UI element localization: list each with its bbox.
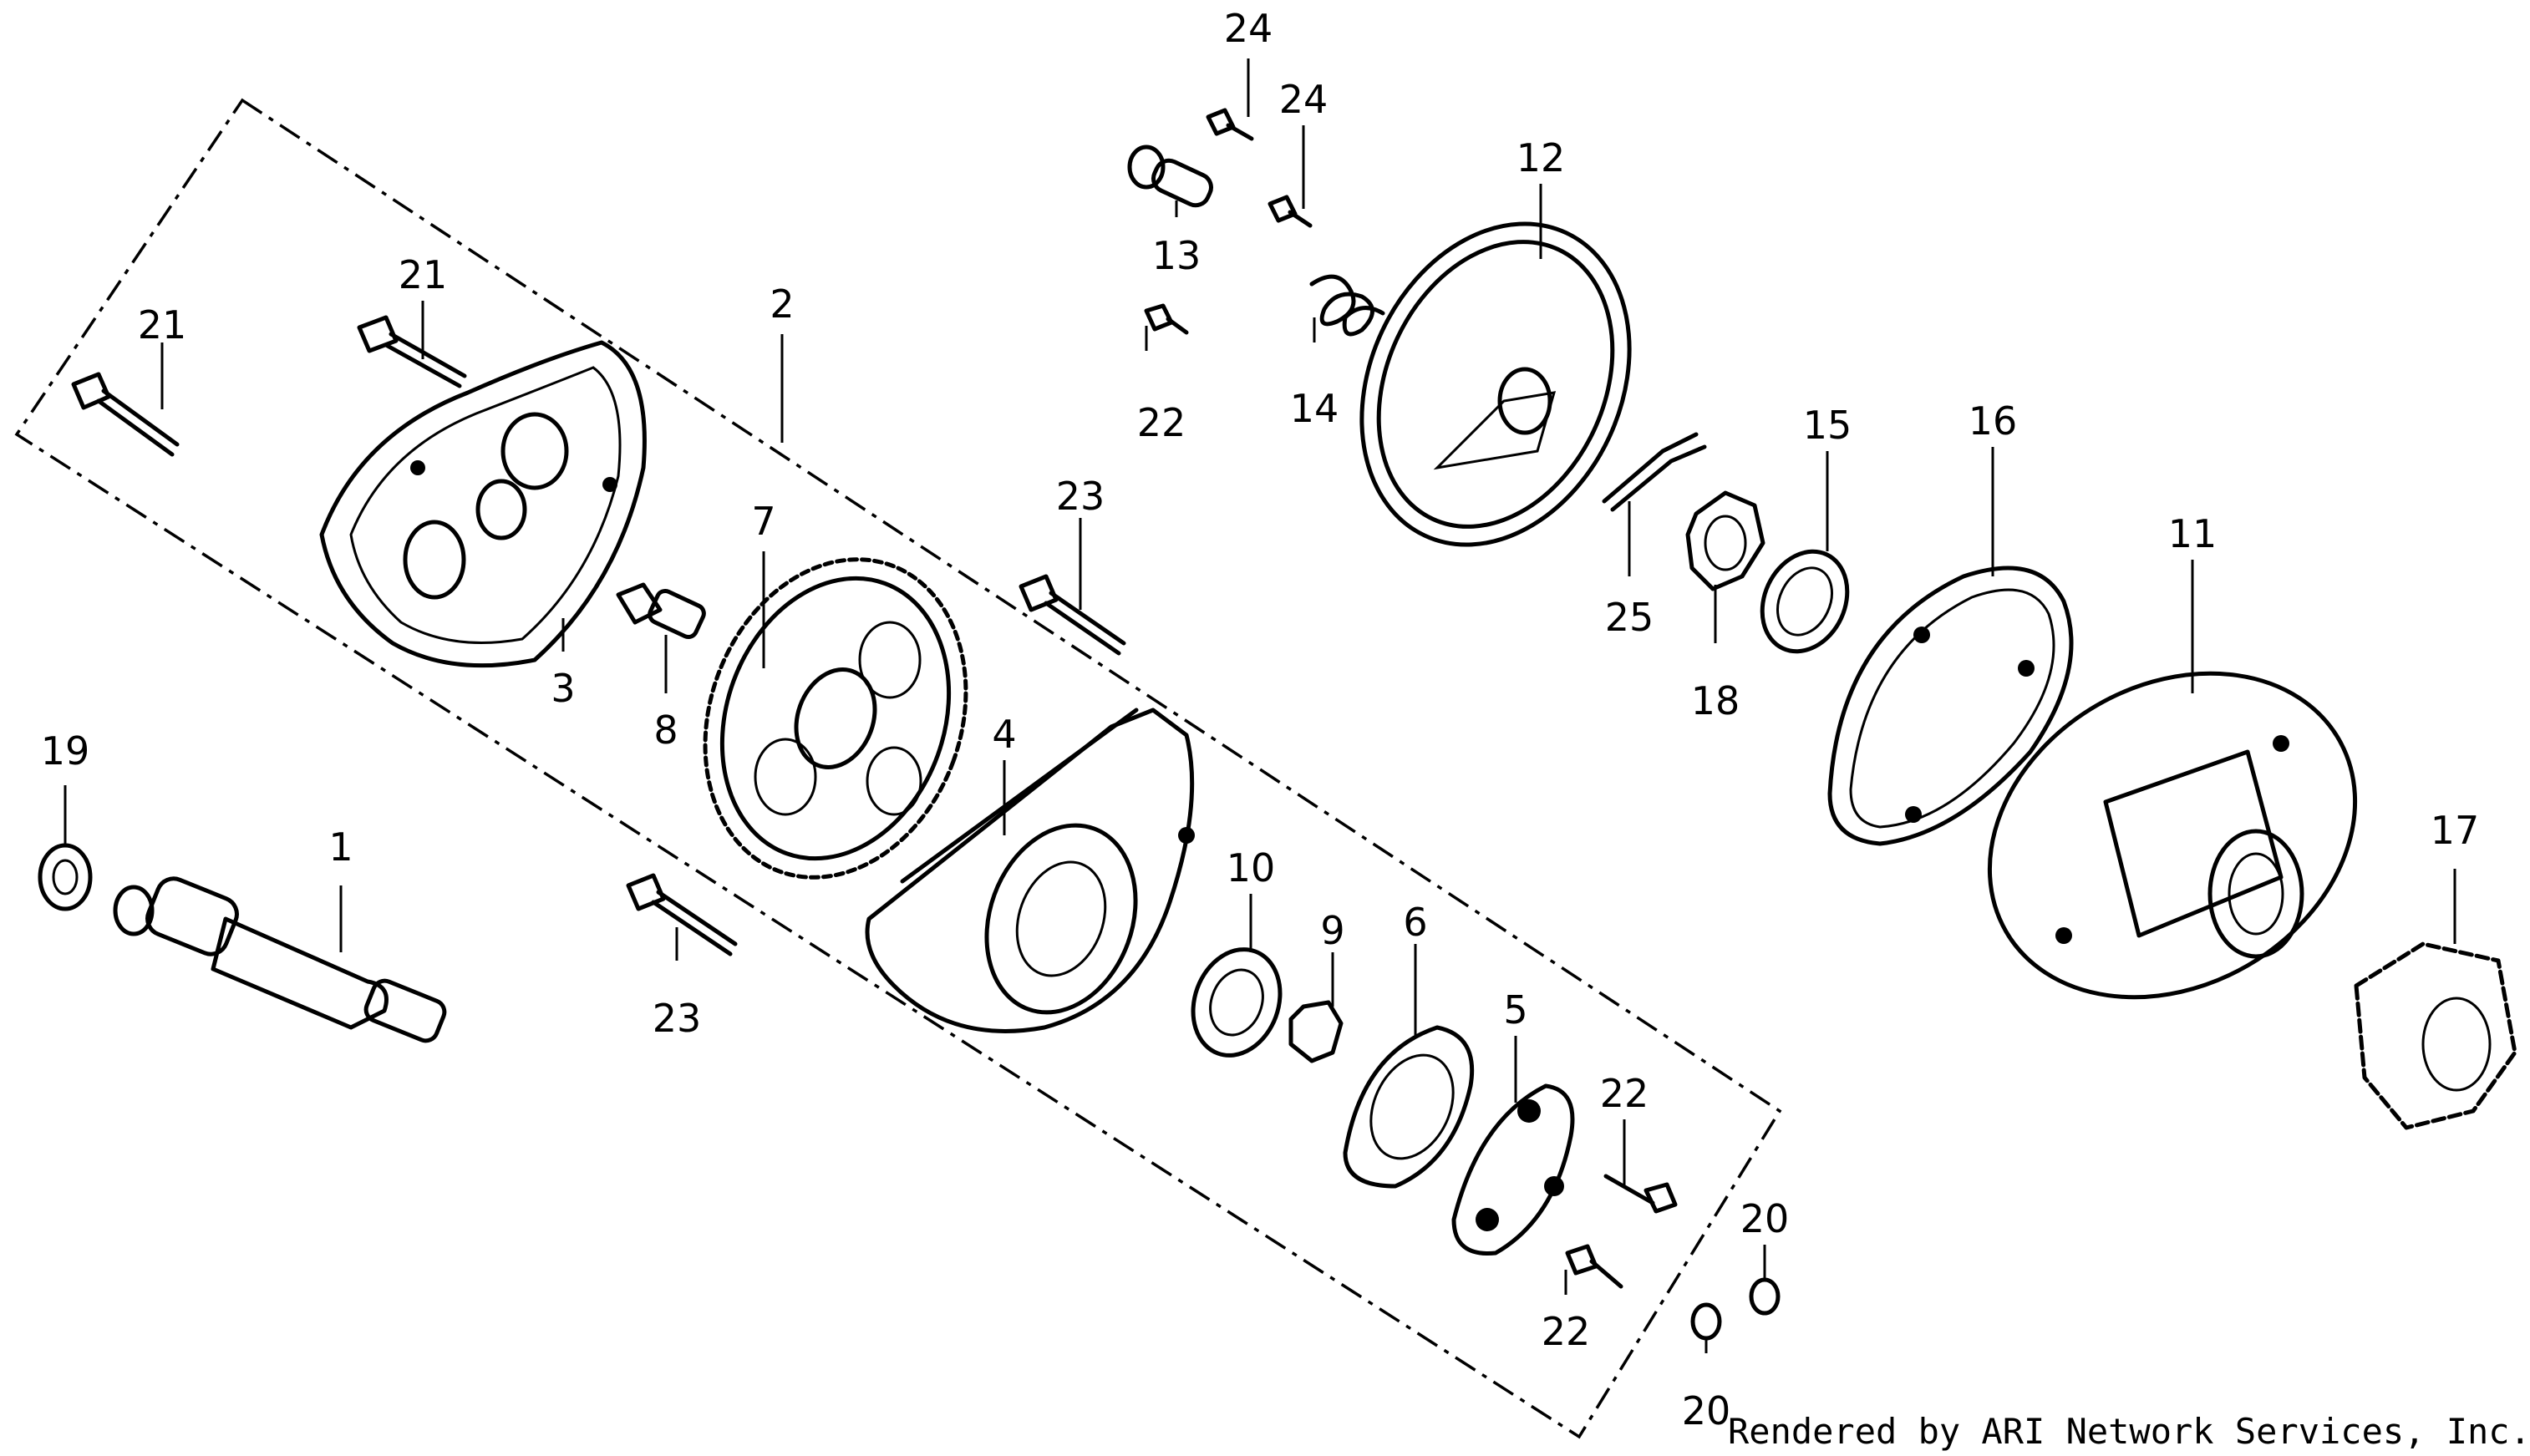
part-23-bolt-upper (1019, 574, 1126, 656)
callout-8: 8 (653, 708, 678, 753)
assembly-boundary (14, 98, 1782, 1439)
callout-16: 16 (1969, 398, 2018, 444)
part-24-screw-upper (1206, 108, 1254, 141)
part-10-outer-rotor (1191, 947, 1283, 1058)
callout-1: 1 (328, 824, 353, 870)
callout-17: 17 (2431, 808, 2480, 853)
part-23-bolt-lower (626, 873, 738, 956)
callout-21-right: 21 (399, 252, 448, 297)
callout-3: 3 (551, 666, 575, 711)
part-13-pin (1127, 145, 1213, 208)
callout-6: 6 (1403, 900, 1427, 945)
callout-14: 14 (1290, 386, 1339, 431)
callout-9: 9 (1320, 908, 1344, 953)
callout-10: 10 (1227, 845, 1276, 890)
callout-12: 12 (1516, 135, 1566, 180)
part-5-plate (1451, 1083, 1575, 1256)
part-18-nut (1685, 490, 1765, 591)
callout-24-upper: 24 (1224, 6, 1273, 51)
part-20-o-ring-right (1749, 1277, 1781, 1316)
part-9-inner-rotor (1288, 1000, 1344, 1063)
callout-13: 13 (1152, 233, 1201, 278)
part-25-clip (1602, 432, 1707, 512)
callout-15: 15 (1803, 403, 1852, 448)
leader-lines (64, 58, 2456, 1353)
part-6-gasket (1343, 1025, 1475, 1189)
part-7-drive-gear (703, 557, 968, 880)
callout-23-lower: 23 (653, 996, 702, 1041)
callout-20-right: 20 (1740, 1196, 1790, 1241)
callout-2: 2 (770, 282, 794, 327)
callout-22-lower: 22 (1542, 1309, 1591, 1354)
part-16-gasket (1827, 566, 2074, 846)
part-22-screw-mid (1603, 1174, 1678, 1214)
part-3-pump-cover (319, 340, 647, 668)
callout-7: 7 (751, 499, 775, 544)
callout-19: 19 (41, 728, 90, 774)
part-21-bolt-right (357, 315, 467, 388)
part-20-o-ring-left (1690, 1302, 1722, 1341)
callout-23-upper: 23 (1056, 474, 1105, 519)
part-22-screw-upper (1144, 303, 1189, 335)
callout-4: 4 (992, 712, 1016, 757)
callout-22-upper: 22 (1137, 400, 1186, 445)
part-17-gear (2354, 941, 2517, 1130)
callout-labels: 1 2 3 4 5 6 7 8 9 10 11 12 13 14 15 16 1… (41, 6, 2480, 1433)
callout-24-lower: 24 (1279, 77, 1329, 122)
callout-5: 5 (1503, 987, 1527, 1032)
callout-25: 25 (1605, 595, 1654, 640)
part-15-washer (1760, 549, 1850, 654)
part-22-screw-lower (1565, 1244, 1623, 1289)
part-21-bolt-left (71, 372, 180, 457)
callout-18: 18 (1691, 678, 1740, 723)
part-14-spring (1309, 274, 1385, 337)
credit-text: Rendered by ARI Network Services, Inc. (1728, 1411, 2530, 1452)
callout-21-left: 21 (138, 302, 187, 348)
part-4-pump-body (865, 708, 1195, 1033)
part-11-housing (1987, 671, 2358, 1000)
part-1-drive-shaft (113, 876, 447, 1043)
callout-20-left: 20 (1682, 1388, 1731, 1433)
part-24-screw-lower (1268, 195, 1313, 228)
callout-11: 11 (2168, 511, 2218, 556)
part-19-washer (38, 843, 93, 911)
part-8-pin (616, 582, 706, 640)
part-12-case (1359, 221, 1632, 547)
callout-22-mid: 22 (1600, 1071, 1649, 1116)
